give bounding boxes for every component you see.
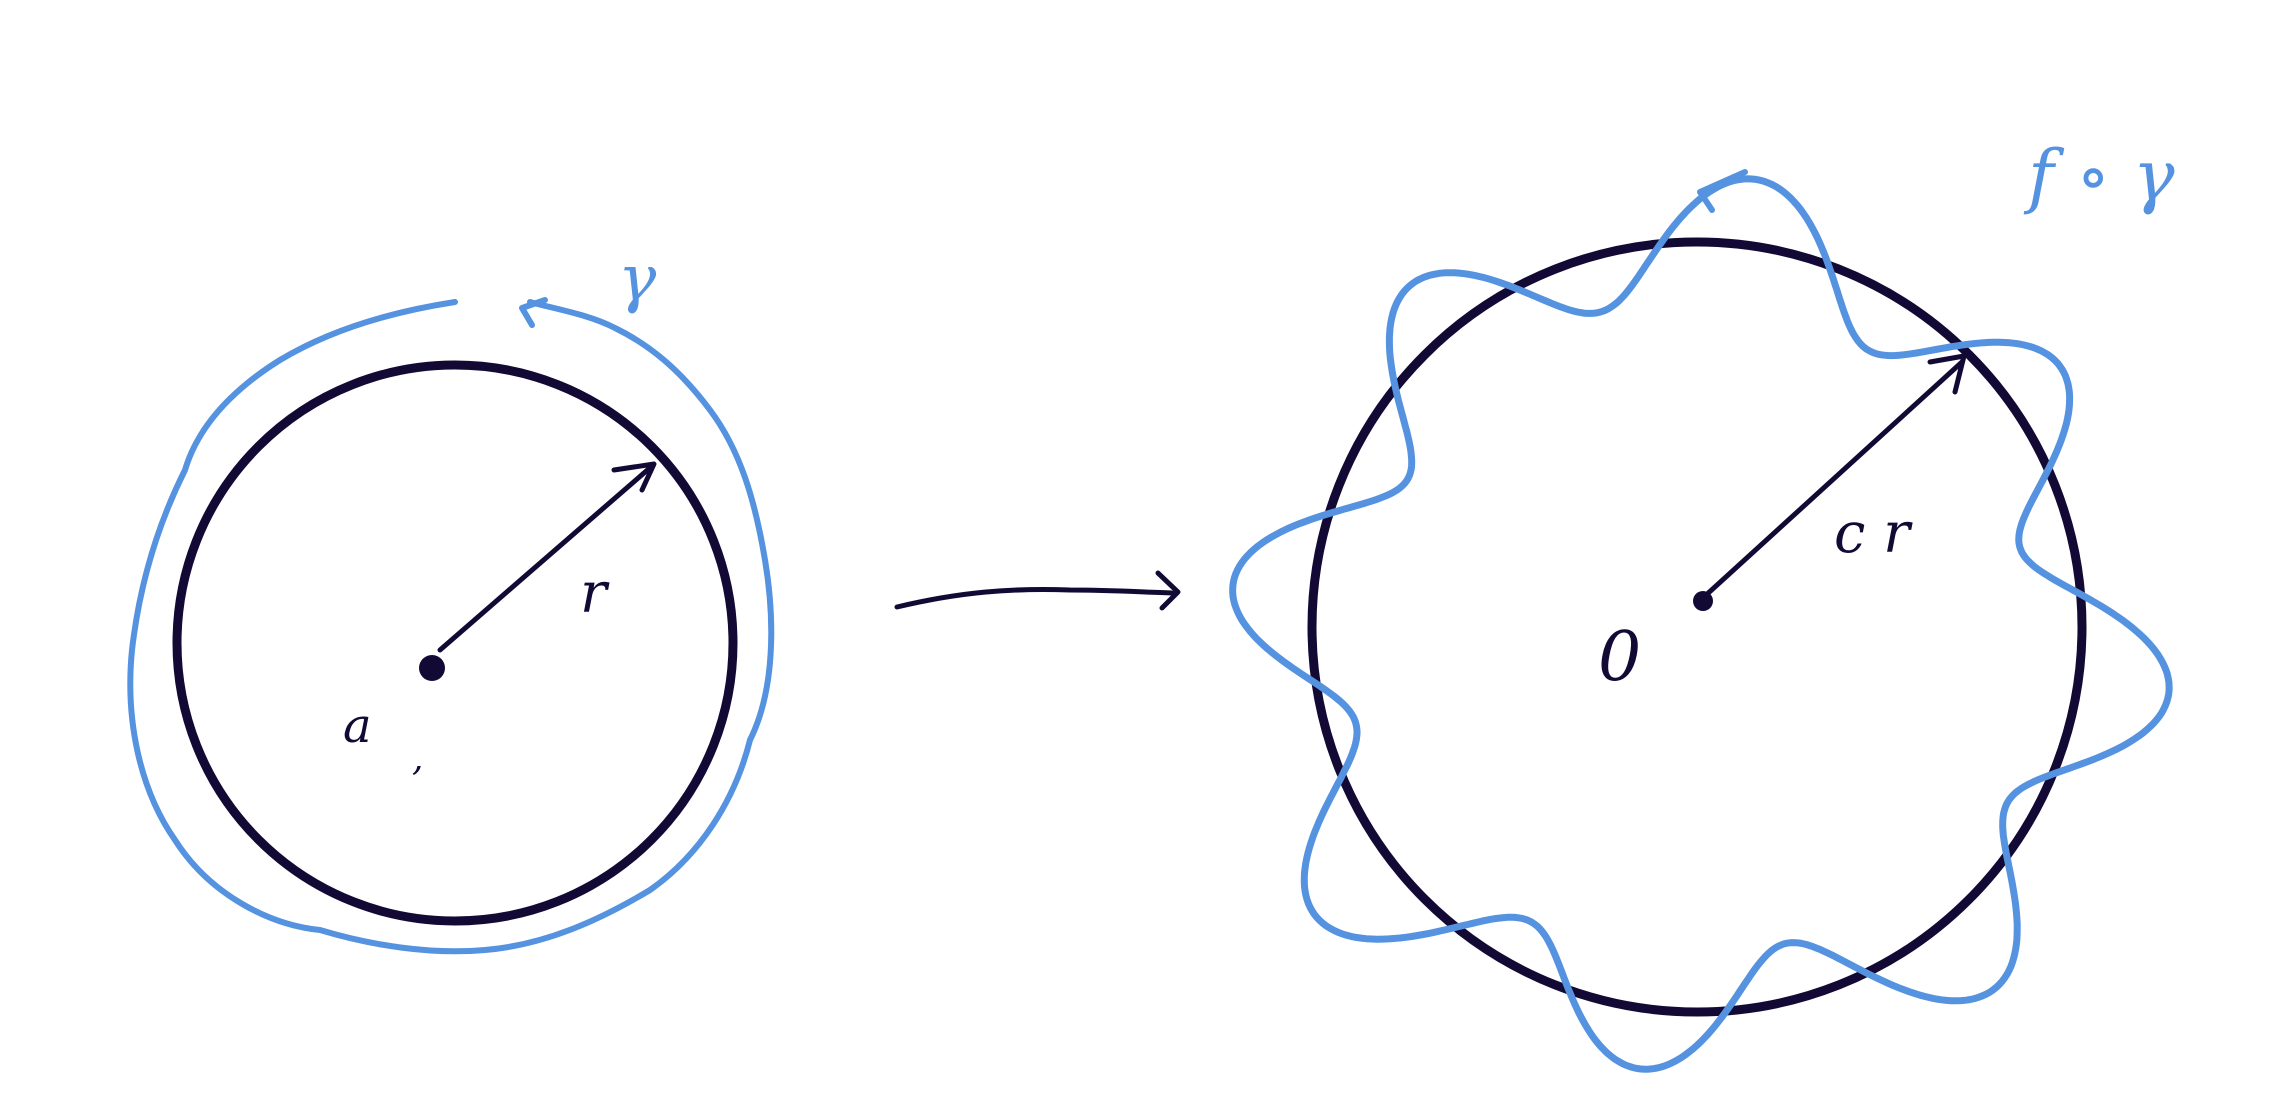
left-radius-line xyxy=(437,463,655,653)
right-radius-arrowhead-icon xyxy=(1927,353,1967,395)
left-center-label-sub: , xyxy=(412,738,423,779)
left-radius-label: r xyxy=(580,561,610,626)
f-gamma-curve xyxy=(1229,175,2173,1073)
right-figure: 0 c r f ∘ γ xyxy=(1229,135,2175,1073)
map-arrow xyxy=(894,570,1181,611)
right-circle xyxy=(1307,237,2087,1017)
left-figure: a , r γ xyxy=(127,242,775,955)
left-radius-arrowhead-icon xyxy=(611,461,657,493)
right-curve-label: f ∘ γ xyxy=(2023,135,2175,217)
right-radius-line xyxy=(1702,359,1965,599)
left-center-point xyxy=(419,655,445,681)
left-center-label: a xyxy=(343,698,372,754)
right-arrow-icon xyxy=(894,587,1175,610)
left-circle xyxy=(172,360,738,926)
right-center-label: 0 xyxy=(1598,618,1641,697)
gamma-direction-arrow-icon xyxy=(519,297,548,328)
gamma-curve xyxy=(127,299,775,955)
right-radius-label: c r xyxy=(1834,501,1913,566)
map-arrow-head-icon xyxy=(1155,570,1181,611)
f-gamma-direction-arrow-icon xyxy=(1697,169,1748,213)
left-curve-label: γ xyxy=(618,242,657,316)
